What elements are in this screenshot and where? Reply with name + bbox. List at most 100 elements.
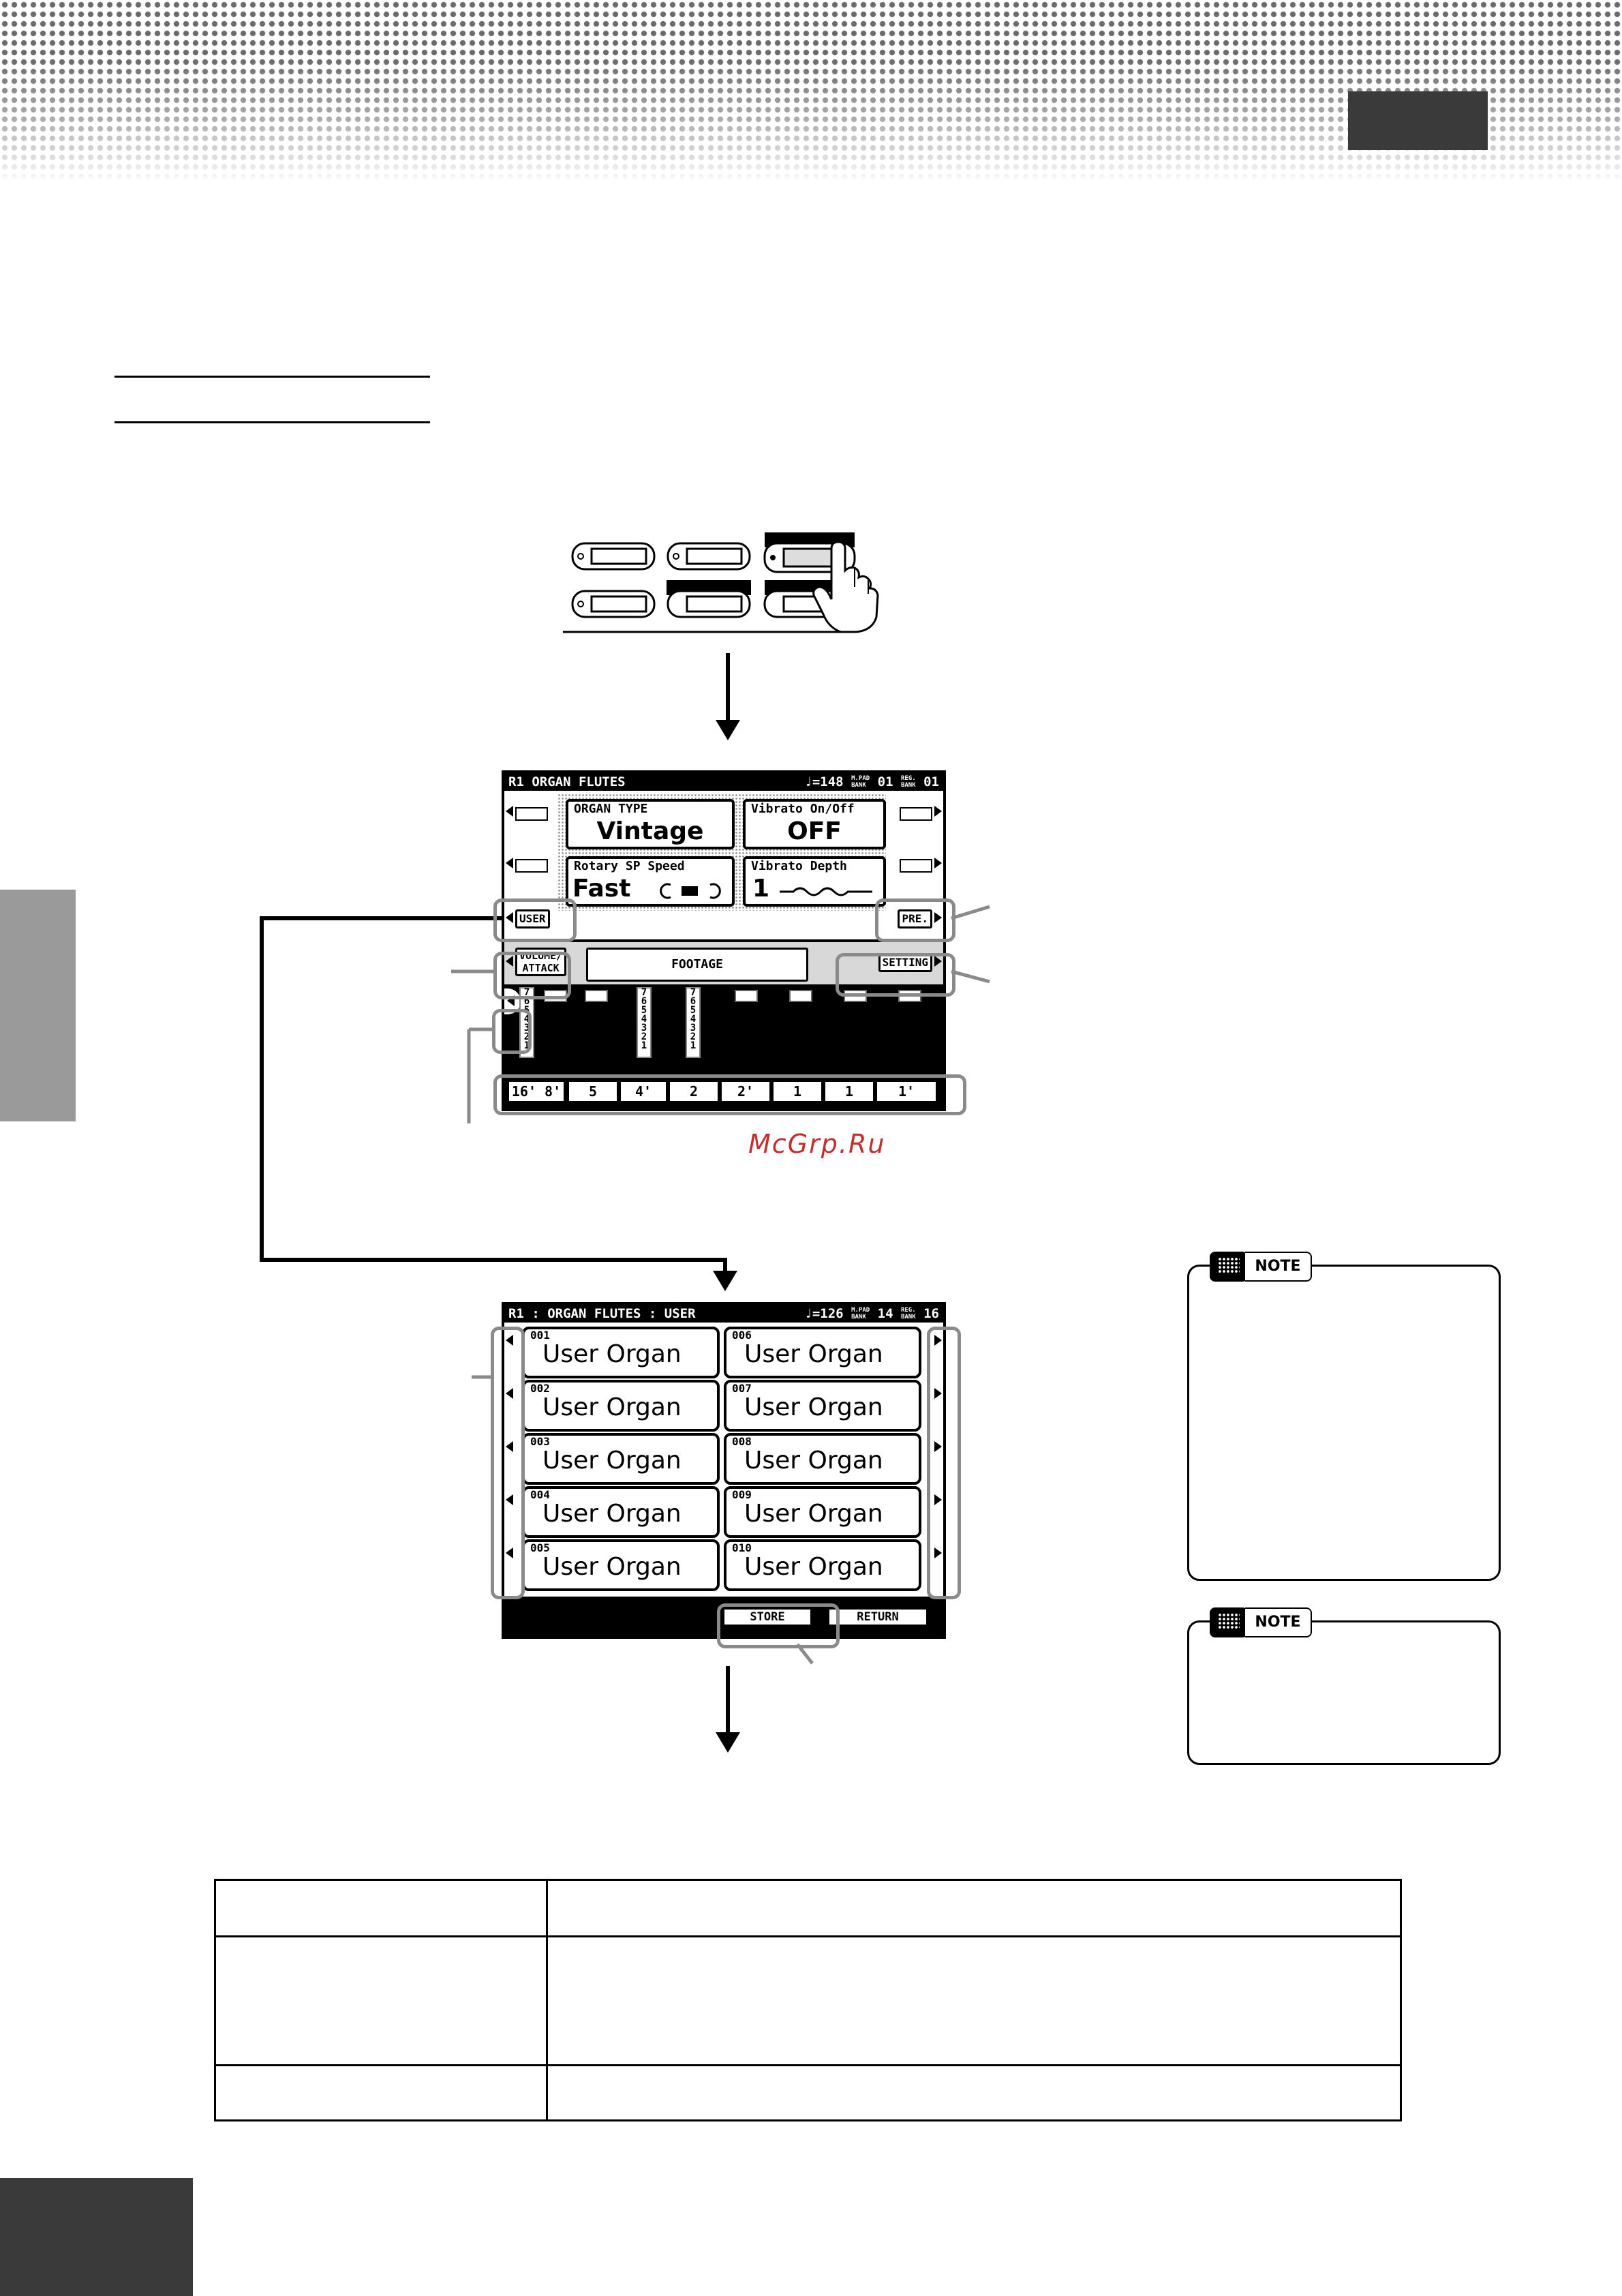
item-number: 006 (732, 1329, 752, 1342)
vibrato-depth-box[interactable]: Vibrato Depth 1 (743, 856, 886, 907)
user-organ-item[interactable]: 003 User Organ (522, 1433, 720, 1485)
user-organ-item[interactable]: 009 User Organ (724, 1486, 921, 1538)
footage-tab[interactable]: FOOTAGE (586, 948, 808, 982)
preset-button[interactable]: PRE. (898, 909, 932, 928)
left-arrow-icon[interactable] (506, 806, 513, 817)
right-arrow-icon[interactable] (934, 806, 942, 817)
store-button[interactable]: STORE (722, 1607, 812, 1627)
right-slot-grip (900, 859, 932, 873)
return-button[interactable]: RETURN (827, 1607, 928, 1627)
volume-callout-highlight (493, 952, 571, 999)
right-arrow-icon[interactable] (934, 1335, 942, 1346)
item-name: User Organ (744, 1393, 883, 1421)
footage-callout-highlight (493, 1074, 966, 1115)
footage-2[interactable]: 2' (720, 1080, 771, 1103)
footage-1-1-3[interactable]: 1 1/3' (823, 1080, 875, 1108)
user-button[interactable]: USER (515, 909, 550, 928)
footage-1-3-5[interactable]: 1 3/5' (771, 1080, 823, 1108)
rotary-speed-box[interactable]: Rotary SP Speed Fast (566, 856, 735, 907)
user-organ-item[interactable]: 002 User Organ (522, 1380, 720, 1432)
right-slot-grip (900, 807, 932, 821)
left-arrow-icon[interactable] (506, 1494, 513, 1505)
item-number: 003 (530, 1435, 550, 1448)
vibrato-onoff-box[interactable]: Vibrato On/Off OFF (743, 799, 886, 849)
right-arrow-icon[interactable] (934, 1441, 942, 1452)
item-name: User Organ (542, 1447, 682, 1475)
user-organ-item[interactable]: 005 User Organ (522, 1539, 720, 1591)
table-cell (546, 2064, 1402, 2121)
user-organ-item[interactable]: 006 User Organ (724, 1327, 921, 1378)
organ-type-value: Vintage (596, 817, 704, 845)
user-organ-item[interactable]: 001 User Organ (522, 1327, 720, 1378)
rotary-speed-value: Fast (572, 875, 631, 903)
organ-type-box[interactable]: ORGAN TYPE Vintage (566, 799, 735, 849)
setting-callout-highlight (836, 953, 955, 997)
preset-callout-highlight (875, 898, 955, 942)
tempo-value: 126 (820, 1306, 844, 1321)
note-tag: NOTE (1210, 1607, 1312, 1637)
item-name: User Organ (744, 1340, 883, 1368)
drawbar-2[interactable] (735, 990, 758, 1002)
drawbar-1-3-5[interactable] (789, 990, 812, 1002)
heading-rule-bottom (114, 421, 430, 423)
note-label: NOTE (1245, 1607, 1312, 1637)
scroll-left-icon (507, 995, 515, 1006)
left-arrow-icon[interactable] (506, 858, 513, 868)
table-cell (546, 1935, 1402, 2066)
left-arrow-icon[interactable] (506, 1388, 513, 1399)
tempo-value: 148 (820, 774, 844, 789)
mpad-bank-value: 14 (877, 1306, 893, 1321)
right-arrow-icon[interactable] (934, 858, 942, 868)
chapter-tab (1348, 91, 1488, 150)
volume-arrow-icon[interactable] (506, 956, 513, 967)
keyboard-icon (1210, 1252, 1248, 1282)
user-organ-item[interactable]: 004 User Organ (522, 1486, 720, 1538)
right-arrow-icon[interactable] (934, 1547, 942, 1558)
user-organ-item[interactable]: 007 User Organ (724, 1380, 921, 1432)
drawbar-5-1-3[interactable] (585, 990, 608, 1002)
screen-title: R1 : ORGAN FLUTES : USER (508, 1306, 696, 1321)
footage-4[interactable]: 4' (619, 1080, 668, 1103)
side-thumb-tab (0, 890, 76, 1121)
mpad-bank-value: 01 (877, 774, 893, 789)
panel-buttons-illustration (563, 532, 879, 633)
item-name: User Organ (542, 1340, 682, 1368)
left-arrow-icon[interactable] (506, 1441, 513, 1452)
preset-arrow-icon[interactable] (934, 912, 942, 923)
user-organ-item[interactable]: 008 User Organ (724, 1433, 921, 1485)
note-box: NOTE (1187, 1252, 1501, 1581)
right-arrow-icon[interactable] (934, 1388, 942, 1399)
item-name: User Organ (542, 1553, 682, 1581)
user-arrow-icon[interactable] (506, 912, 513, 923)
left-arrows-callout-highlight (491, 1327, 525, 1599)
store-callout-highlight (717, 1603, 840, 1648)
item-number: 004 (530, 1488, 550, 1501)
vibrato-onoff-value: OFF (787, 817, 842, 845)
footage-5-1-3[interactable]: 5 1/3' (567, 1080, 619, 1108)
item-number: 007 (732, 1382, 752, 1395)
organ-type-label: ORGAN TYPE (574, 802, 648, 816)
item-number: 008 (732, 1435, 752, 1448)
item-number: 002 (530, 1382, 550, 1395)
table-cell (214, 2064, 548, 2121)
page-corner-block (0, 2178, 193, 2296)
rotary-speaker-icon (660, 883, 721, 899)
footage-16-8[interactable]: 16' 8' (507, 1080, 566, 1103)
footage-2-2-3[interactable]: 2 2/3' (668, 1080, 720, 1108)
item-name: User Organ (744, 1553, 883, 1581)
watermark: McGrp.Ru (748, 1129, 886, 1159)
left-arrow-icon[interactable] (506, 1335, 513, 1346)
footage-1[interactable]: 1' (875, 1080, 938, 1103)
table-row (214, 1935, 1402, 2066)
table-row (214, 1879, 1402, 1937)
right-arrow-icon[interactable] (934, 1494, 942, 1505)
user-organ-item[interactable]: 010 User Organ (724, 1539, 921, 1591)
left-arrow-icon[interactable] (506, 1547, 513, 1558)
note-label: NOTE (1245, 1252, 1312, 1282)
vibrato-onoff-label: Vibrato On/Off (751, 802, 855, 816)
setting-arrow-icon[interactable] (934, 956, 942, 967)
